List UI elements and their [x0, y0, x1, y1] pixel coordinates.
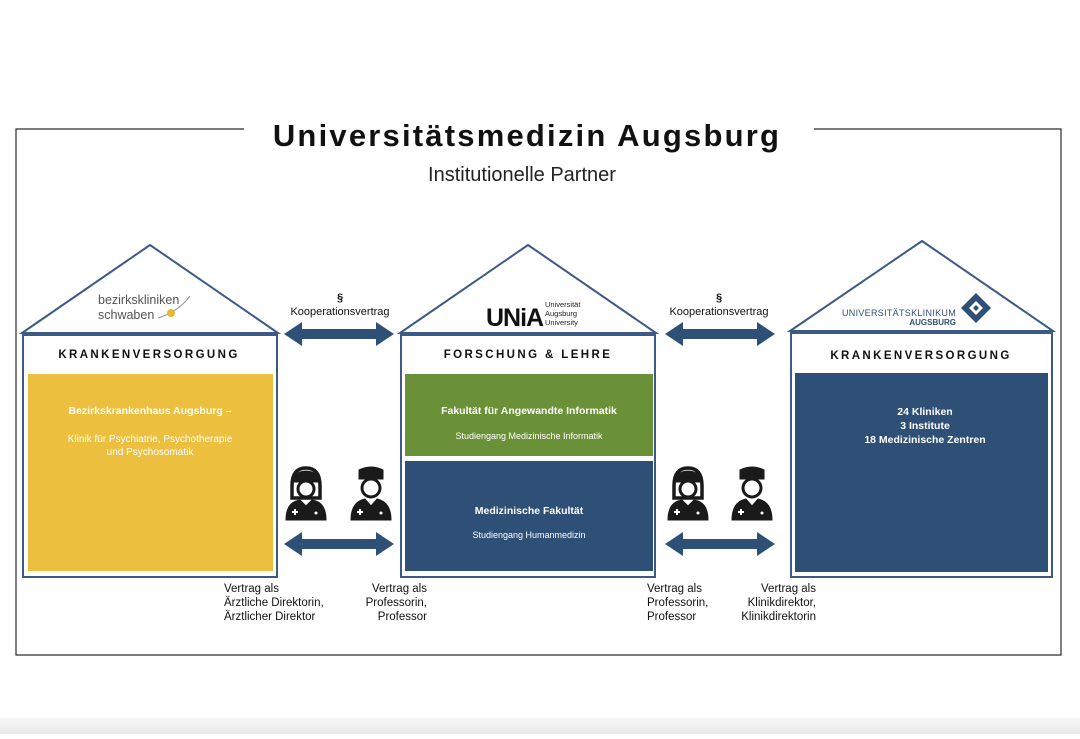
box-sub: Studiengang Medizinische Informatik [455, 431, 603, 441]
logo-text-line1: UNIVERSITÄTSKLINIKUM [842, 308, 956, 318]
contract-line: Vertrag als [372, 583, 427, 595]
box-line: 18 Medizinische Zentren [864, 434, 985, 446]
contract-line: Ärztliche Direktorin, [224, 597, 324, 609]
contract-line: Professor [647, 611, 696, 623]
info-box-navy [795, 373, 1048, 572]
info-box-navy [405, 461, 653, 571]
uni-augsburg-logo: UNiA Universität Augsburg University [486, 300, 581, 332]
contract-label-2: Vertrag als Professorin, Professor [366, 583, 428, 623]
contract-line: Ärztlicher Direktor [224, 611, 316, 623]
contract-line: Klinikdirektorin [741, 611, 816, 623]
logo-text-line2: AUGSBURG [909, 318, 956, 327]
logo-text-line2: schwaben [98, 308, 154, 322]
contract-line: Vertrag als [647, 583, 702, 595]
contract-label-4: Vertrag als Klinikdirektor, Klinikdirekt… [741, 583, 816, 623]
contract-right [665, 465, 775, 556]
contract-line: Vertrag als [224, 583, 279, 595]
contract-label-1: Vertrag als Ärztliche Direktorin, Ärztli… [224, 583, 324, 623]
outer-frame [15, 128, 1062, 656]
female-doctor-icon [284, 466, 328, 522]
bezirkskliniken-logo: bezirkskliniken schwaben [98, 293, 191, 322]
box-title: Medizinische Fakultät [475, 505, 584, 517]
contract-line: Professorin, [647, 597, 708, 609]
male-doctor-icon [349, 465, 393, 522]
logo-text-line: University [545, 318, 578, 327]
house-heading: KRANKENVERSORGUNG [830, 350, 1011, 362]
box-title: Fakultät für Angewandte Informatik [441, 405, 617, 417]
contract-label-3: Vertrag als Professorin, Professor [647, 583, 708, 623]
bottom-bar [0, 718, 1080, 734]
uniklinikum-diamond-icon [961, 293, 991, 323]
male-doctor-icon [730, 465, 774, 522]
house-uniklinikum: UNIVERSITÄTSKLINIKUM AUGSBURG KRANKENVER… [786, 239, 1057, 578]
house-roof [18, 243, 282, 334]
contract-line: Klinikdirektor, [748, 597, 816, 609]
female-doctor-icon [666, 466, 710, 522]
box-line: 3 Institute [900, 420, 950, 432]
info-box-yellow [28, 374, 273, 571]
contract-left [284, 465, 394, 556]
paragraph-symbol: § [716, 292, 722, 304]
house-roof [396, 243, 660, 334]
contract-line: Professorin, [366, 597, 427, 609]
agreement-label: Kooperationsvertrag [290, 306, 389, 318]
house-heading: KRANKENVERSORGUNG [58, 349, 239, 361]
double-arrow-icon [284, 322, 394, 346]
box-line: Klinik für Psychiatrie, Psychotherapie [68, 434, 233, 445]
cooperation-right: § Kooperationsvertrag [665, 292, 775, 346]
box-line: und Psychosomatik [107, 447, 195, 458]
logo-text-line: Universität [545, 300, 581, 309]
page-title: Universitätsmedizin Augsburg [273, 118, 781, 153]
box-sub: Studiengang Humanmedizin [472, 530, 585, 540]
double-arrow-icon [665, 322, 775, 346]
logo-text-line1: bezirkskliniken [98, 293, 179, 307]
logo-mark: UNiA [486, 304, 544, 332]
logo-dot-icon [167, 309, 175, 317]
house-heading: FORSCHUNG & LEHRE [444, 349, 613, 361]
double-arrow-icon [284, 532, 394, 556]
contract-line: Vertrag als [761, 583, 816, 595]
logo-text-line: Augsburg [545, 309, 577, 318]
cooperation-left: § Kooperationsvertrag [284, 292, 394, 346]
page-subtitle: Institutionelle Partner [428, 164, 616, 186]
paragraph-symbol: § [337, 292, 343, 304]
house-universitaet: UNiA Universität Augsburg University FOR… [396, 243, 660, 578]
info-box-green [405, 374, 653, 456]
box-title: Bezirkskrankenhaus Augsburg – [69, 405, 232, 417]
double-arrow-icon [665, 532, 775, 556]
house-bezirkskliniken: bezirkskliniken schwaben KRANKENVERSORGU… [18, 243, 282, 578]
contract-line: Professor [378, 611, 427, 623]
box-line: 24 Kliniken [897, 406, 952, 418]
uniklinikum-logo: UNIVERSITÄTSKLINIKUM AUGSBURG [842, 293, 991, 327]
logo-swoosh-icon [157, 295, 191, 319]
agreement-label: Kooperationsvertrag [669, 306, 768, 318]
